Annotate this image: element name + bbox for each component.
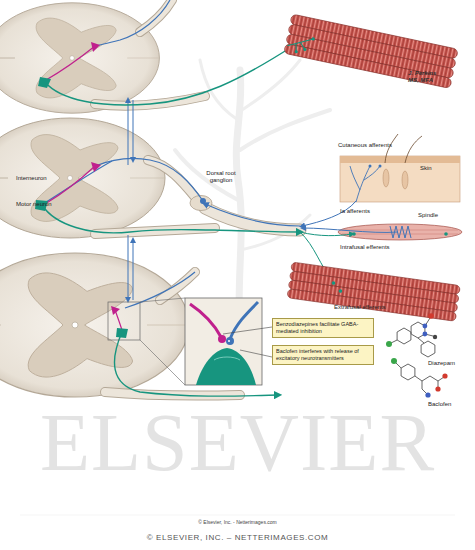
muscle-fibers: [287, 262, 460, 321]
nerve-roots: [95, 0, 300, 396]
note-box: Baclofen interferes with release of exci…: [272, 345, 374, 365]
watermark: ELSEVIER: [0, 402, 475, 484]
muscle-fibers: [284, 14, 459, 88]
part-label: Spindle: [418, 212, 458, 219]
copyright-note: © Elsevier, Inc. - Netterimages.com: [0, 520, 475, 526]
drug-name: Diazepam: [428, 360, 473, 367]
note-text: Baclofen interferes with release of exci…: [276, 348, 370, 362]
spinal-cord-section: [0, 118, 165, 238]
note-text: Benzodiazepines facilitate GABA-mediated…: [276, 321, 370, 335]
part-label: Skin: [420, 165, 450, 172]
synapse-inset: [185, 298, 262, 385]
part-label: Dorsal root ganglion: [202, 170, 240, 184]
spinal-cord-section: [0, 253, 189, 397]
spinal-tracts: [128, 100, 133, 300]
part-label: Cutaneous afferents: [338, 142, 428, 149]
part-label: Extrafusal efferents: [334, 304, 424, 311]
neurons-middle: [35, 158, 300, 232]
copyright-note: © ELSEVIER, INC. – NETTERIMAGES.COM: [0, 533, 475, 542]
diazepam-molecule: [386, 313, 437, 357]
spinal-cord-section: [0, 3, 159, 113]
rule: [20, 515, 455, 516]
part-label: Interneuron: [16, 175, 76, 182]
part-label: Intrafusal efferents: [340, 244, 430, 251]
neurons-bottom: [108, 272, 278, 396]
neurons-top: [38, 0, 293, 105]
artist-signature: J. Perkins MS, MFA: [408, 70, 442, 84]
leader-line: [223, 327, 272, 357]
part-label: Ia afferents: [340, 208, 400, 215]
muscle-spindle: [338, 224, 462, 240]
part-label: Motor neuron: [16, 201, 76, 208]
note-box: Benzodiazepines facilitate GABA-mediated…: [272, 318, 374, 338]
